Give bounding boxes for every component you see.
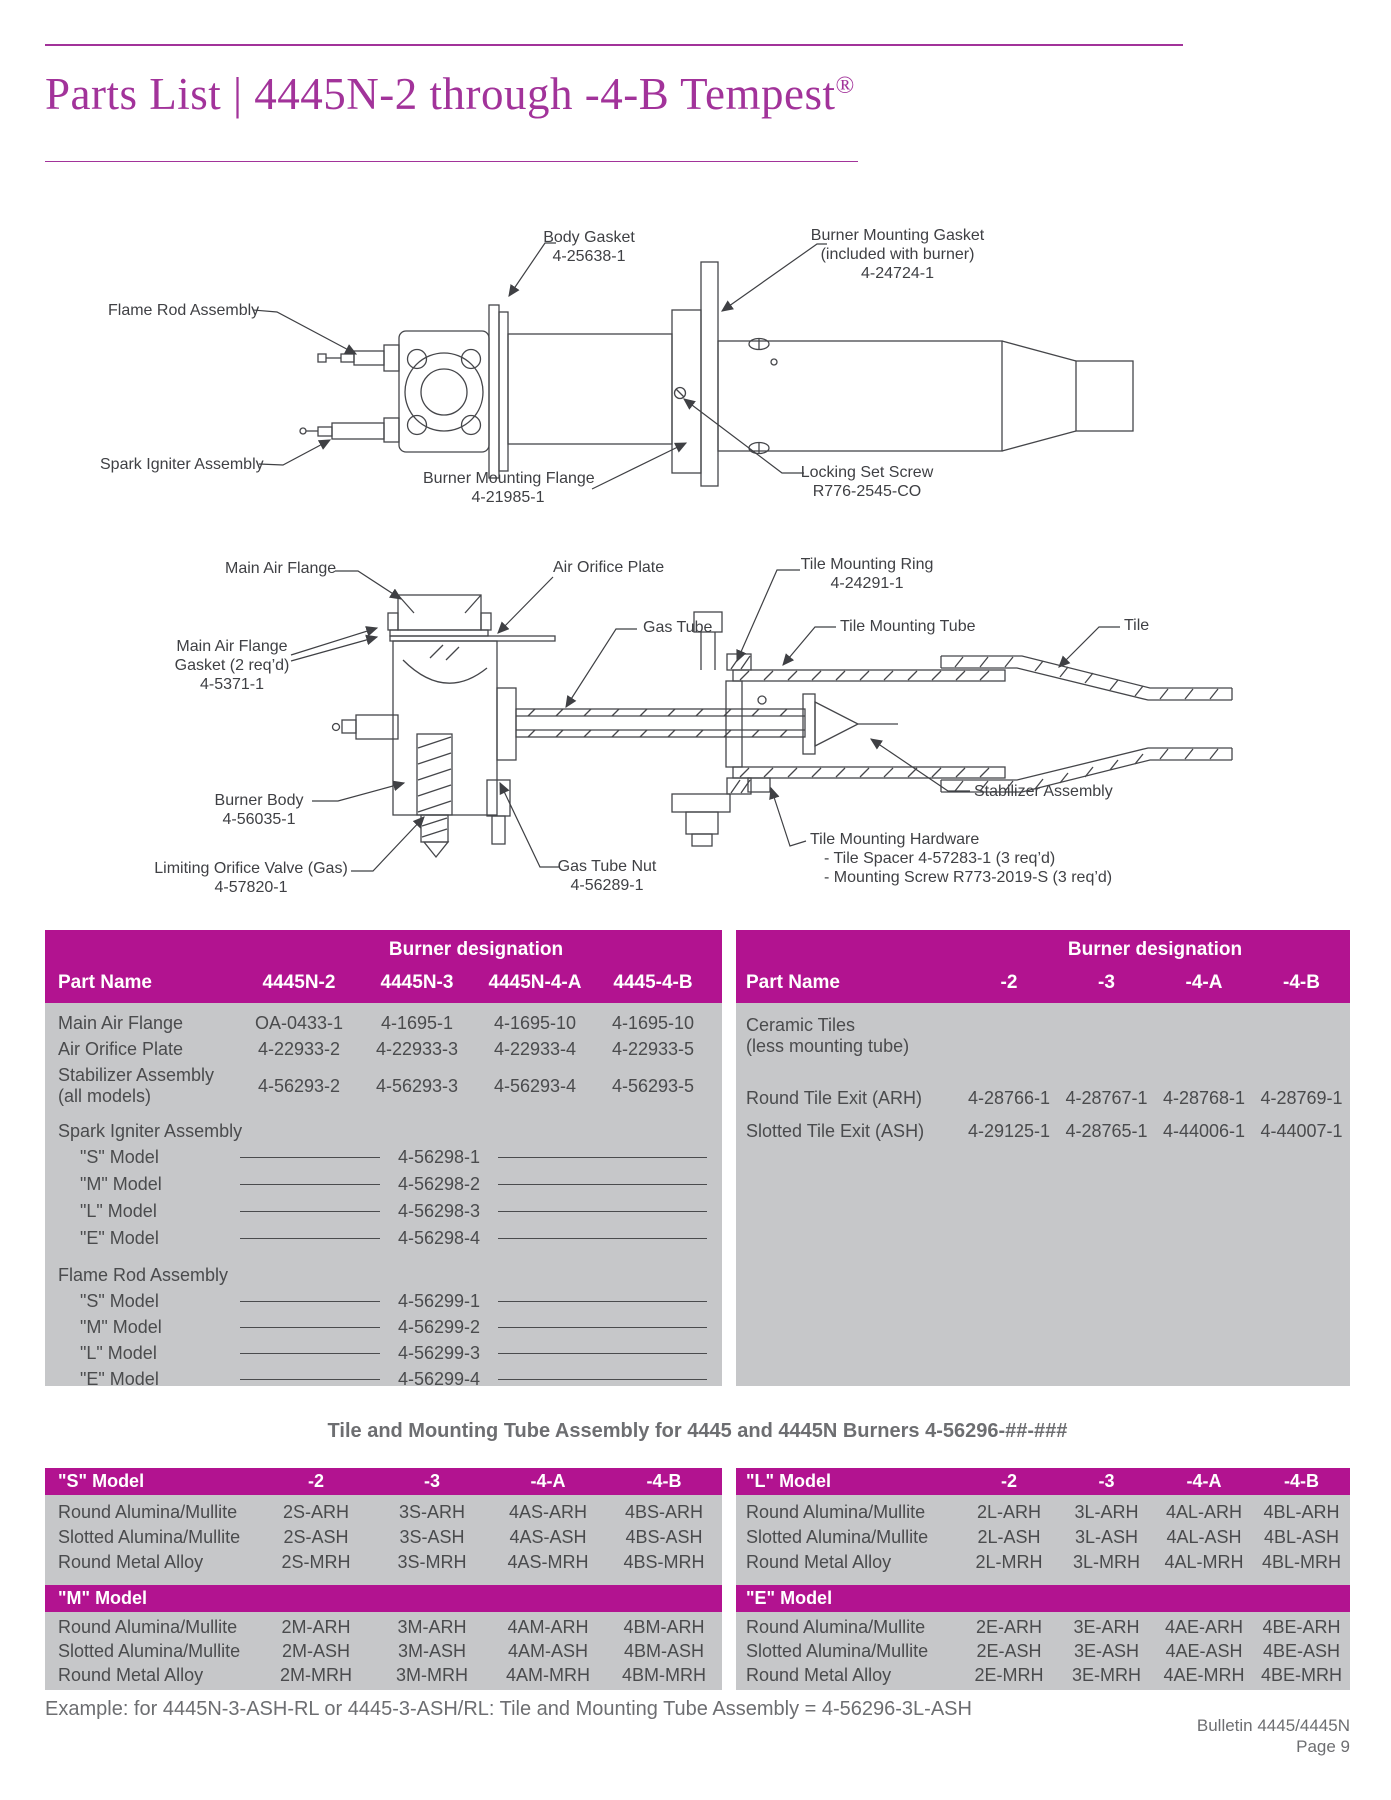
section-title-flame-rod: Flame Rod Assembly (58, 1265, 229, 1285)
assembly-section-title: Tile and Mounting Tube Assembly for 4445… (327, 1420, 1068, 1442)
label-stabilizer-assembly: Stabilizer Assembly (974, 783, 1113, 800)
label-air-orifice-plate: Air Orifice Plate (553, 559, 665, 576)
model-title: "E" Model (746, 1588, 833, 1608)
parts-table-right-columns: Part Name -2 -3 -4-A -4-B (736, 972, 1350, 994)
page-number: Page 9 (1296, 1737, 1350, 1756)
table-row: Round Metal Alloy 2S-MRH 3S-MRH 4AS-MRH … (58, 1552, 705, 1572)
column-4445n-2: 4445N-2 (262, 972, 336, 993)
table-row: Air Orifice Plate 4-22933-2 4-22933-3 4-… (58, 1039, 695, 1059)
model-table-s-body: Round Alumina/Mullite 2S-ARH 3S-ARH 4AS-… (45, 1495, 722, 1586)
top-rule (45, 44, 1183, 46)
model-table-e-header: "E" Model (736, 1585, 1350, 1612)
label-tile-mounting-ring: Tile Mounting Ring 4-24291-1 (800, 556, 934, 592)
table-row: Round Metal Alloy 2L-MRH 3L-MRH 4AL-MRH … (746, 1552, 1341, 1572)
label-burner-body: Burner Body 4-56035-1 (214, 792, 304, 828)
title-underline (45, 161, 858, 162)
label-tile-mounting-tube: Tile Mounting Tube (840, 618, 976, 635)
registered-trademark-symbol: ® (835, 72, 855, 99)
column-2: -2 (1000, 972, 1018, 993)
model-title: "S" Model (58, 1471, 145, 1491)
table-row: Slotted Tile Exit (ASH) 4-29125-1 4-2876… (746, 1121, 1343, 1141)
span-row: "M" Model 4-56298-2 (80, 1174, 707, 1194)
column-4-b: -4-B (1283, 972, 1320, 993)
table-row: Round Metal Alloy 2M-MRH 3M-MRH 4AM-MRH … (58, 1665, 706, 1685)
bulletin-reference: Bulletin 4445/4445N (1196, 1716, 1350, 1735)
model-title: "M" Model (58, 1588, 148, 1608)
model-table-l-body: Round Alumina/Mullite 2L-ARH 3L-ARH 4AL-… (736, 1495, 1350, 1586)
table-row: Slotted Alumina/Mullite 2E-ASH 3E-ASH 4A… (746, 1641, 1341, 1661)
diagram-1-drawing (299, 261, 1134, 487)
model-table-s-header: "S" Model -2 -3 -4-A -4-B (45, 1468, 722, 1495)
table-row: Round Alumina/Mullite 2M-ARH 3M-ARH 4AM-… (58, 1617, 705, 1637)
label-burner-mounting-flange: Burner Mounting Flange 4-21985-1 (423, 470, 595, 506)
burner-designation-header: Burner designation (388, 939, 564, 960)
column-4445n-4-a: 4445N-4-A (488, 972, 582, 993)
span-row: "E" Model 4-56299-4 (80, 1369, 707, 1389)
model-table-m-header: "M" Model (45, 1585, 722, 1612)
column-part-name: Part Name (58, 972, 152, 993)
table-row: Slotted Alumina/Mullite 2L-ASH 3L-ASH 4A… (746, 1527, 1340, 1547)
span-row: "L" Model 4-56298-3 (80, 1201, 707, 1221)
burner-designation-header: Burner designation (1067, 939, 1243, 960)
parts-table-left-header: Burner designation Part Name 4445N-2 444… (45, 930, 722, 1003)
table-row: Main Air Flange OA-0433-1 4-1695-1 4-169… (58, 1013, 695, 1033)
page-title-text: Parts List | 4445N-2 through -4-B Tempes… (45, 69, 836, 119)
column-4445-4-b: 4445-4-B (613, 972, 693, 993)
table-row: Round Metal Alloy 2E-MRH 3E-MRH 4AE-MRH … (746, 1665, 1342, 1685)
leader-lines (252, 242, 1120, 872)
label-gas-tube-nut: Gas Tube Nut 4-56289-1 (557, 858, 657, 894)
column-3: -3 (1098, 972, 1115, 993)
span-row: "S" Model 4-56299-1 (80, 1291, 707, 1311)
parts-table-left: Burner designation Part Name 4445N-2 444… (45, 930, 722, 1389)
span-row: "L" Model 4-56299-3 (80, 1343, 707, 1363)
label-main-air-flange: Main Air Flange (225, 560, 337, 577)
label-tile: Tile (1124, 617, 1150, 634)
label-locking-set-screw: Locking Set Screw R776-2545-CO (800, 464, 934, 500)
label-body-gasket: Body Gasket 4-25638-1 (543, 229, 635, 265)
label-limiting-orifice-valve: Limiting Orifice Valve (Gas) 4-57820-1 (154, 860, 348, 896)
parts-table-right-body: Ceramic Tiles (less mounting tube) Round… (736, 1003, 1350, 1386)
label-burner-mounting-gasket: Burner Mounting Gasket (included with bu… (810, 227, 985, 282)
span-row: "S" Model 4-56298-1 (80, 1147, 707, 1167)
model-title: "L" Model (746, 1471, 832, 1491)
span-row: "M" Model 4-56299-2 (80, 1317, 707, 1337)
table-row: Stabilizer Assembly (all models) 4-56293… (58, 1065, 695, 1106)
label-flame-rod-assembly: Flame Rod Assembly (108, 302, 260, 319)
label-main-air-flange-gasket: Main Air Flange Gasket (2 req’d) 4-5371-… (174, 638, 290, 693)
parts-table-left-columns: Part Name 4445N-2 4445N-3 4445N-4-A 4445… (45, 972, 722, 994)
diagram-2-drawing (331, 594, 1233, 859)
model-table-e-body: Round Alumina/Mullite 2E-ARH 3E-ARH 4AE-… (736, 1612, 1350, 1690)
parts-table-right-header: Burner designation Part Name -2 -3 -4-A … (736, 930, 1350, 1003)
column-4-a: -4-A (1185, 972, 1223, 993)
table-row: Round Tile Exit (ARH) 4-28766-1 4-28767-… (746, 1088, 1343, 1108)
table-row: Round Alumina/Mullite 2E-ARH 3E-ARH 4AE-… (746, 1617, 1341, 1637)
label-tile-mounting-hardware: Tile Mounting Hardware - Tile Spacer 4-5… (810, 831, 1113, 886)
parts-table-right: Burner designation Part Name -2 -3 -4-A … (736, 930, 1350, 1386)
model-table-m-body: Round Alumina/Mullite 2M-ARH 3M-ARH 4AM-… (45, 1612, 722, 1690)
parts-table-left-body: Main Air Flange OA-0433-1 4-1695-1 4-169… (45, 1003, 722, 1389)
section-title-spark-igniter: Spark Igniter Assembly (58, 1121, 243, 1141)
ceramic-tiles-subhead: Ceramic Tiles (less mounting tube) (746, 1015, 910, 1056)
table-row: Slotted Alumina/Mullite 2M-ASH 3M-ASH 4A… (58, 1641, 704, 1661)
table-row: Round Alumina/Mullite 2S-ARH 3S-ARH 4AS-… (58, 1502, 704, 1522)
table-row: Slotted Alumina/Mullite 2S-ASH 3S-ASH 4A… (58, 1527, 703, 1547)
column-4445n-3: 4445N-3 (380, 972, 454, 993)
example-note: Example: for 4445N-3-ASH-RL or 4445-3-AS… (45, 1698, 972, 1720)
span-row: "E" Model 4-56298-4 (80, 1228, 707, 1248)
model-table-l-header: "L" Model -2 -3 -4-A -4-B (736, 1468, 1350, 1495)
column-part-name: Part Name (746, 972, 840, 993)
page-title: Parts List | 4445N-2 through -4-B Tempes… (45, 68, 855, 120)
table-row: Round Alumina/Mullite 2L-ARH 3L-ARH 4AL-… (746, 1502, 1340, 1522)
label-gas-tube: Gas Tube (643, 619, 713, 636)
label-spark-igniter-assembly: Spark Igniter Assembly (100, 456, 264, 473)
